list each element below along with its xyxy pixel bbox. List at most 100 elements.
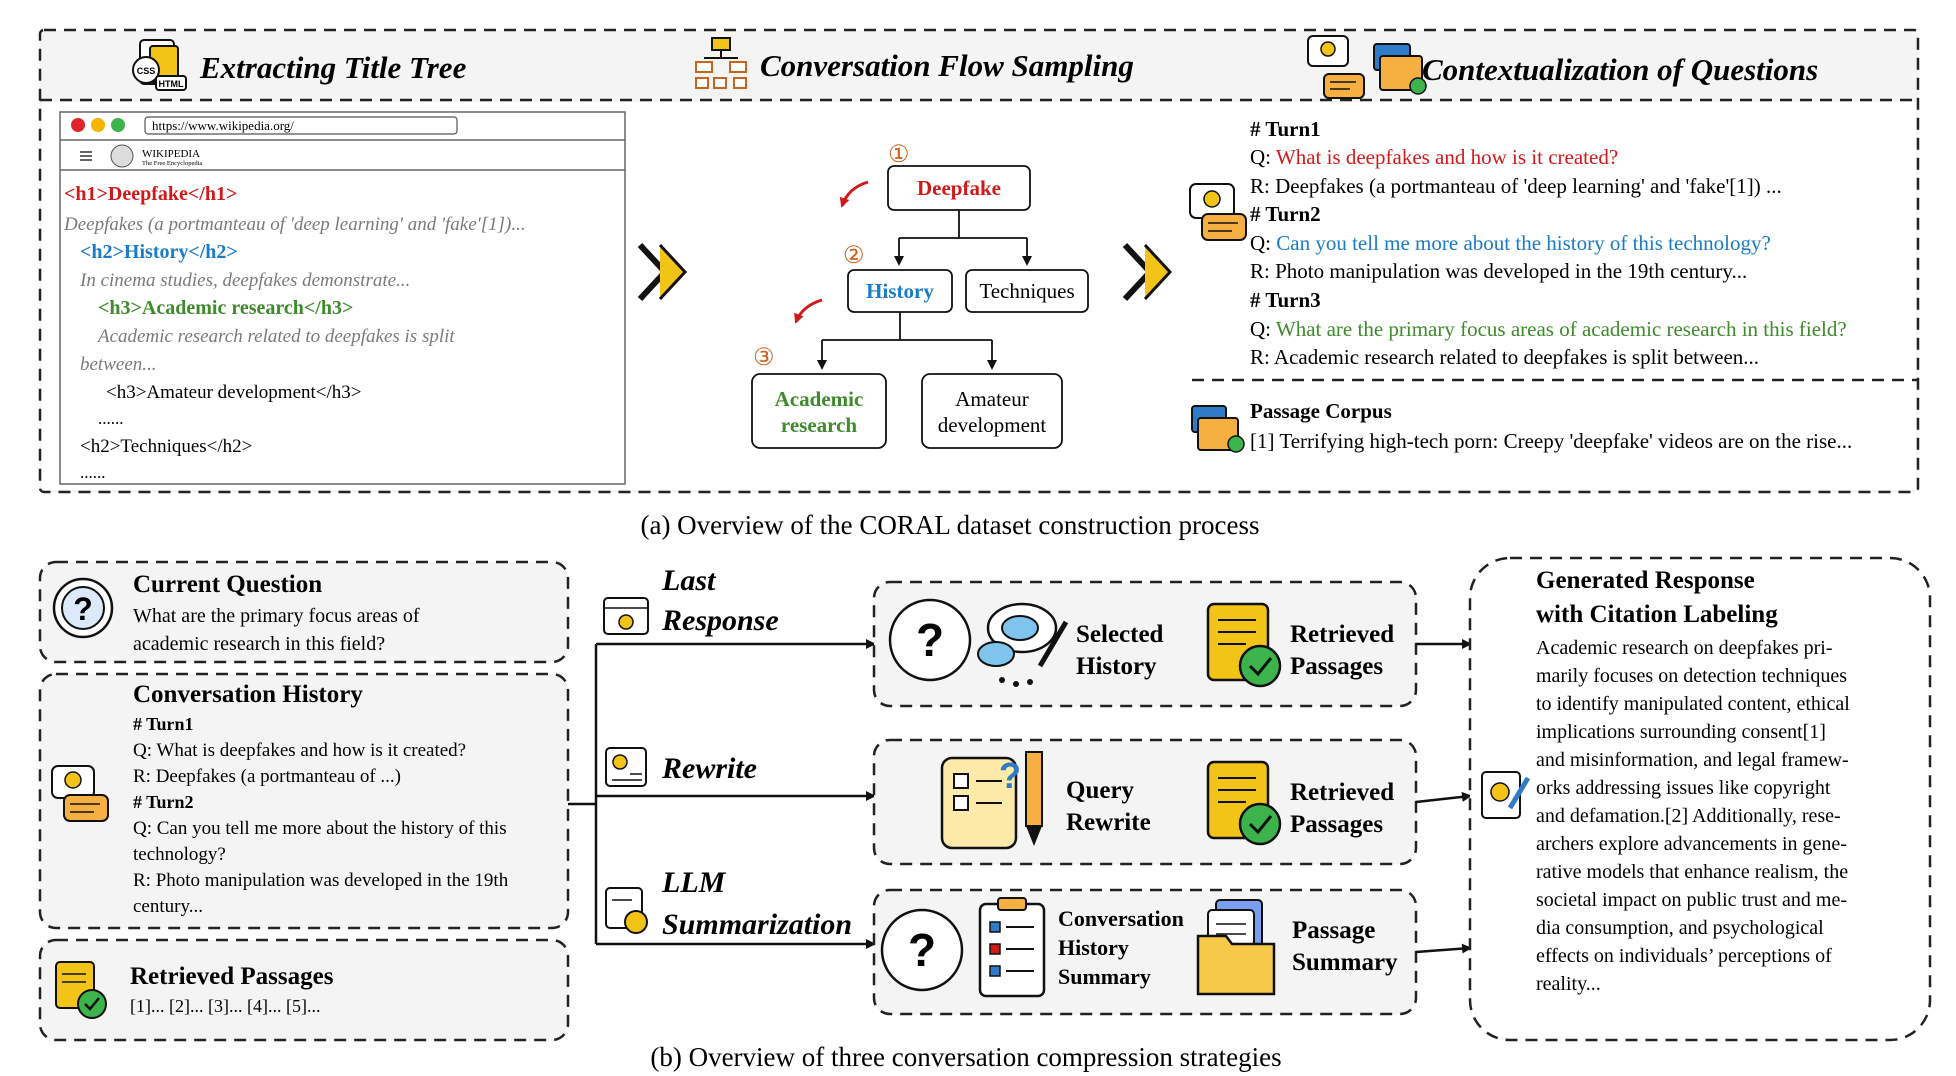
generated-line: and misinformation, and legal framew- — [1536, 749, 1849, 771]
academic-text-2: between... — [80, 354, 157, 375]
html-h2-techniques: <h2>Techniques</h2> — [80, 436, 252, 457]
flow-chart-icon — [695, 37, 747, 89]
strategy-last-response-1: Last — [661, 564, 717, 597]
wikipedia-globe-icon — [110, 144, 134, 168]
retrieved-passages-text: [1]... [2]... [3]... [4]... [5]... — [130, 996, 320, 1016]
current-question-line-1: What are the primary focus areas of — [133, 605, 420, 627]
node-academic-label-2: research — [781, 413, 858, 437]
html-h2-history: <h2>History</h2> — [80, 241, 238, 263]
folder-documents-icon — [1196, 899, 1276, 996]
node-amateur-label-1: Amateur — [955, 387, 1028, 411]
ellipsis-1: ...... — [98, 409, 124, 428]
turn3-title: # Turn3 — [1250, 288, 1321, 312]
browser-window: https://www.wikipedia.org/ WIKIPEDIA The… — [59, 111, 626, 485]
document-check-icon — [1206, 602, 1282, 688]
row2-left-2: Rewrite — [1066, 809, 1151, 836]
history-q2-b: technology? — [133, 844, 226, 865]
header-contextualization: Contextualization of Questions — [1422, 52, 1818, 87]
title-tree: ① Deepfake ② History Techniques ③ Academ… — [751, 142, 1089, 449]
generated-title-1: Generated Response — [1536, 567, 1755, 594]
history-r2-a: R: Photo manipulation was developed in t… — [133, 870, 509, 891]
row3-right-2: Summary — [1292, 949, 1398, 976]
turn1-response: R: Deepfakes (a portmanteau of 'deep lea… — [1250, 174, 1782, 198]
question-bubble-icon: ? — [52, 577, 114, 639]
conversation-history-box — [38, 672, 570, 930]
corpus-title: Passage Corpus — [1250, 399, 1392, 423]
generated-line: archers explore advancements in gene- — [1536, 833, 1847, 855]
folder-check-icon — [1373, 43, 1427, 95]
history-text: In cinema studies, deepfakes demonstrate… — [79, 270, 410, 291]
generated-line: marily focuses on detection techniques — [1536, 665, 1847, 687]
row3-left-2: History — [1058, 935, 1129, 960]
window-close-dot — [71, 118, 85, 132]
corpus-text: [1] Terrifying high-tech porn: Creepy 'd… — [1250, 429, 1852, 453]
current-question-line-2: academic research in this field? — [133, 633, 385, 655]
generated-title-2: with Citation Labeling — [1536, 601, 1778, 628]
row1-left-2: History — [1076, 653, 1157, 680]
chevron-right-icon — [637, 242, 688, 302]
wikipedia-tagline: The Free Encyclopedia — [142, 160, 202, 167]
output-arrows — [1415, 639, 1472, 954]
retrieved-passages-box — [38, 938, 570, 1042]
svg-text:?: ? — [999, 755, 1021, 796]
node-techniques — [965, 269, 1089, 313]
url-text: https://www.wikipedia.org/ — [152, 118, 294, 133]
generated-line: effects on individuals’ perceptions of — [1536, 945, 1832, 967]
turn1-question: Q: What is deepfakes and how is it creat… — [1250, 145, 1618, 169]
row1-left-1: Selected — [1076, 621, 1164, 648]
svg-text:HTML: HTML — [159, 79, 184, 89]
svg-text:?: ? — [908, 924, 936, 976]
window-minimize-dot — [91, 118, 105, 132]
history-turn2: # Turn2 — [133, 792, 194, 812]
url-bar[interactable] — [144, 116, 458, 135]
current-question-title: Current Question — [133, 571, 322, 598]
node-amateur-development — [921, 373, 1063, 449]
strategy-last-response-2: Response — [661, 604, 779, 637]
turn2-response: R: Photo manipulation was developed in t… — [1250, 259, 1747, 283]
window-maximize-dot — [111, 118, 125, 132]
row2-left-1: Query — [1066, 777, 1135, 804]
document-check-icon — [1206, 760, 1282, 846]
header-flow-sampling: Conversation Flow Sampling — [760, 48, 1134, 83]
row3-left-3: Summary — [1058, 964, 1151, 989]
html-css-icon: CSS HTML — [132, 39, 187, 91]
svg-text:?: ? — [916, 614, 944, 666]
html-h3-amateur: <h3>Amateur development</h3> — [106, 382, 362, 403]
row1-right-2: Passages — [1290, 653, 1383, 680]
row1-right-1: Retrieved — [1290, 621, 1394, 648]
step-3-marker: ③ — [753, 345, 775, 371]
idea-chat-icon — [1189, 183, 1247, 241]
node-academic-label-1: Academic — [775, 387, 864, 411]
history-q1: Q: What is deepfakes and how is it creat… — [133, 740, 466, 761]
strategy-icon-settings — [605, 747, 647, 787]
row3-left-1: Conversation — [1058, 906, 1184, 931]
turn3-question: Q: What are the primary focus areas of a… — [1250, 317, 1847, 341]
strategy-llm: LLM — [661, 866, 727, 899]
chat-bubbles-icon — [977, 602, 1069, 687]
strategy-icon-gear — [605, 887, 648, 934]
clipboard-icon — [978, 897, 1046, 998]
generated-line: Academic research on deepfakes pri- — [1536, 637, 1833, 659]
node-amateur-label-2: development — [938, 413, 1047, 437]
strategy-rewrite: Rewrite — [661, 752, 757, 785]
question-bubble-icon: ? — [880, 908, 964, 992]
red-arrow-1 — [839, 180, 869, 208]
generated-response-box — [1468, 556, 1932, 1042]
node-techniques-label: Techniques — [979, 279, 1074, 303]
generated-line: reality... — [1536, 973, 1601, 995]
intro-text: Deepfakes (a portmanteau of 'deep learni… — [63, 214, 526, 235]
history-turn1: # Turn1 — [133, 714, 194, 734]
academic-text-1: Academic research related to deepfakes i… — [96, 326, 455, 347]
strategy-icon-search — [603, 597, 649, 635]
html-h3-academic: <h3>Academic research</h3> — [98, 297, 353, 319]
node-academic-research — [751, 373, 887, 449]
document-check-icon — [55, 961, 107, 1019]
turn2-title: # Turn2 — [1250, 202, 1321, 226]
folder-check-icon — [1191, 405, 1245, 453]
conversation-history-lines: # Turn1 Q: What is deepfakes and how is … — [133, 714, 509, 917]
turn3-response: R: Academic research related to deepfake… — [1250, 345, 1759, 369]
connector-lines — [568, 639, 876, 949]
turn1-title: # Turn1 — [1250, 117, 1321, 141]
menu-icon[interactable] — [80, 151, 92, 161]
generated-line: societal impact on public trust and me- — [1536, 889, 1847, 911]
